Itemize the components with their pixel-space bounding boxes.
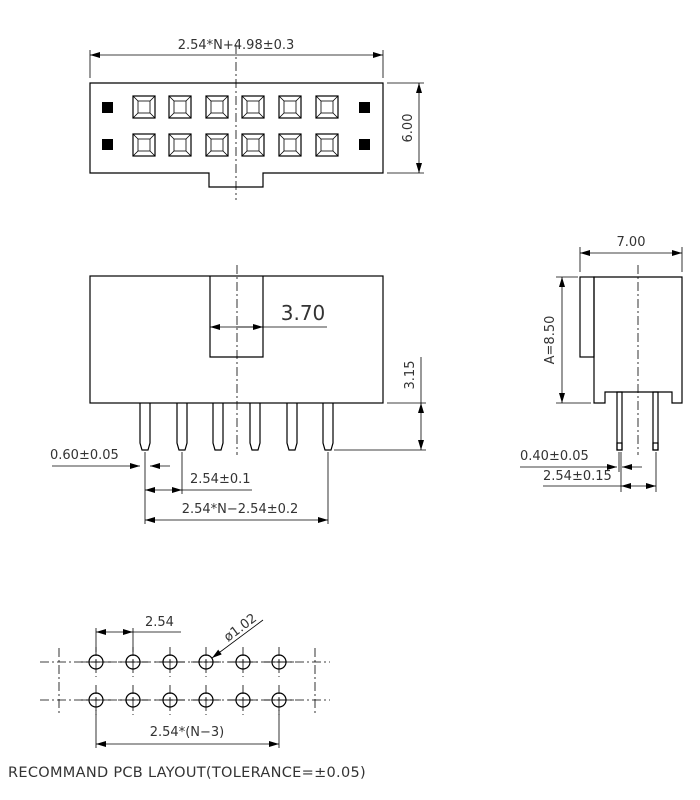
pcb-hole <box>264 685 294 715</box>
socket <box>315 133 339 157</box>
socket <box>278 133 302 157</box>
pin <box>212 403 224 451</box>
top-view: 2.54*N+4.98±0.3 6.00 <box>89 38 424 200</box>
pcb-hole <box>228 647 258 677</box>
hole-diameter-label: ø1.02 <box>221 611 260 645</box>
pcb-layout-note: RECOMMAND PCB LAYOUT(TOLERANCE=±0.05) <box>8 765 366 781</box>
pin-width-label: 0.60±0.05 <box>50 448 119 463</box>
row-pitch-label: 2.54±0.15 <box>543 469 612 484</box>
polarity-mark <box>359 139 370 150</box>
polarity-mark <box>359 102 370 113</box>
pitch-label: 2.54±0.1 <box>190 472 251 487</box>
hole-array <box>81 647 294 715</box>
pcb-span-label: 2.54*(N−3) <box>150 725 224 740</box>
socket <box>315 95 339 119</box>
pin-span-label: 2.54*N−2.54±0.2 <box>182 502 299 517</box>
pcb-hole <box>155 685 185 715</box>
pin <box>286 403 298 451</box>
pin-length-label: 3.15 <box>403 361 418 390</box>
front-body-outline <box>89 275 384 404</box>
socket <box>168 133 192 157</box>
socket <box>241 133 265 157</box>
pcb-pitch-label: 2.54 <box>145 615 174 630</box>
length-label: 2.54*N+4.98±0.3 <box>178 38 295 53</box>
socket <box>205 133 229 157</box>
socket <box>241 95 265 119</box>
pin-array <box>139 403 334 451</box>
pin <box>322 403 334 451</box>
pin <box>176 403 188 451</box>
side-latch <box>579 276 595 358</box>
key-slot <box>209 276 264 358</box>
pcb-hole <box>81 647 111 677</box>
pin <box>139 403 151 451</box>
polarity-mark <box>102 102 113 113</box>
side-body-outline <box>593 276 683 404</box>
socket-array <box>132 95 339 157</box>
pcb-hole <box>155 647 185 677</box>
side-view: 7.00 A=8.50 0.40±0.05 2.54±0.15 <box>520 235 683 492</box>
socket <box>168 95 192 119</box>
polarity-mark <box>102 139 113 150</box>
socket <box>132 133 156 157</box>
socket <box>278 95 302 119</box>
pcb-layout: 2.54 ø1.02 2.54*(N−3) RECOMMAND PCB LAYO… <box>8 611 366 781</box>
pcb-hole <box>264 647 294 677</box>
top-body-outline <box>89 82 384 188</box>
pcb-hole <box>191 647 221 677</box>
slot-width-label: 3.70 <box>281 301 326 325</box>
socket <box>205 95 229 119</box>
height-label: A=8.50 <box>543 316 558 365</box>
pin <box>249 403 261 451</box>
side-pin-width-label: 0.40±0.05 <box>520 449 589 464</box>
pcb-hole <box>118 685 148 715</box>
pcb-hole <box>228 685 258 715</box>
height-label: 6.00 <box>401 114 416 143</box>
depth-label: 7.00 <box>617 235 646 250</box>
pcb-hole <box>191 685 221 715</box>
socket <box>132 95 156 119</box>
front-view: 3.70 3.15 0.60±0.05 2.54±0.1 2.54*N−2.54… <box>50 265 426 524</box>
